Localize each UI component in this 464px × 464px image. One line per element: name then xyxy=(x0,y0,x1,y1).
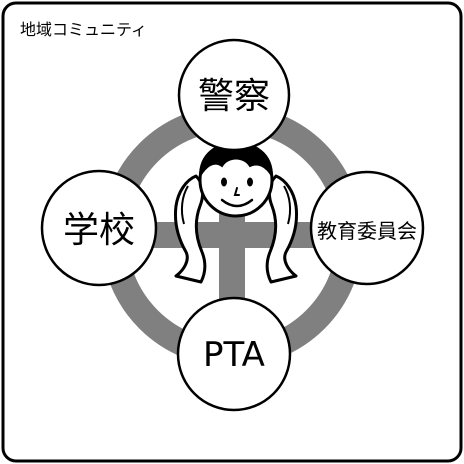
child-face-held-by-hands-icon xyxy=(174,141,298,284)
node-school-circle xyxy=(40,169,158,287)
right-hand-finger-icon xyxy=(283,185,292,225)
node-board-of-education-label: 教育委員会 xyxy=(317,219,417,243)
community-title: 地域コミュニティ xyxy=(20,20,147,39)
node-school: 学校 xyxy=(40,169,158,287)
node-police: 警察 xyxy=(177,38,291,152)
right-eye-icon xyxy=(247,177,253,187)
left-hand-finger-icon xyxy=(180,185,189,225)
nose-icon xyxy=(233,187,240,196)
node-board-of-education-circle xyxy=(309,170,425,286)
node-police-circle xyxy=(177,38,291,152)
node-pta: PTA xyxy=(176,296,292,412)
node-pta-circle xyxy=(176,296,292,412)
smile-icon xyxy=(220,198,254,208)
node-school-label: 学校 xyxy=(63,210,135,251)
node-police-label: 警察 xyxy=(198,76,270,117)
node-board-of-education: 教育委員会 xyxy=(309,170,425,286)
left-eye-icon xyxy=(221,177,227,187)
node-pta-label: PTA xyxy=(203,335,265,375)
